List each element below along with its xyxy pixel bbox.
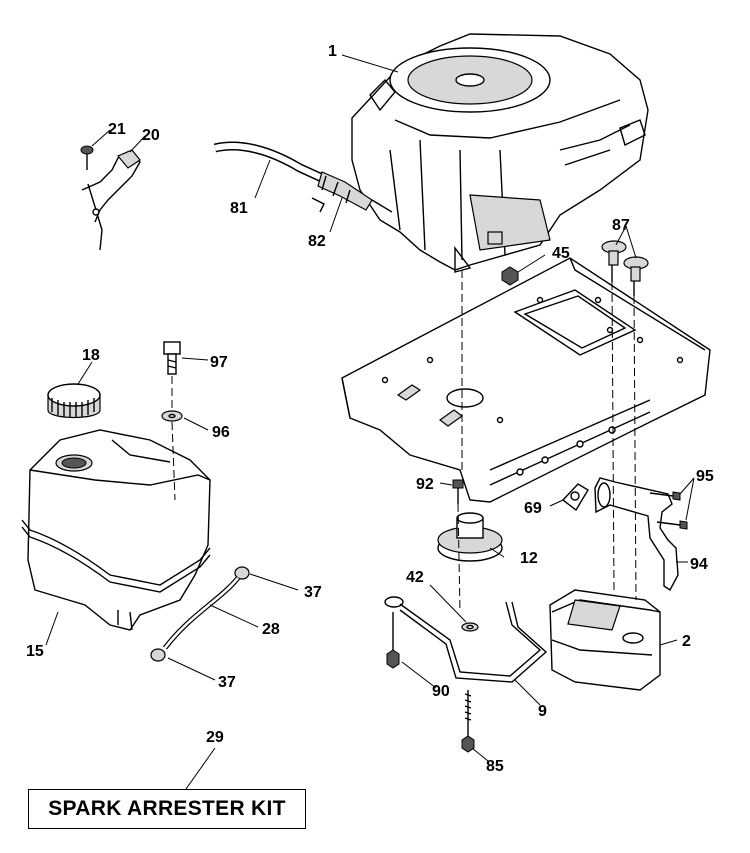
spark-arrester-kit-label: SPARK ARRESTER KIT xyxy=(48,797,286,820)
label-part-81: 81 xyxy=(230,200,248,217)
throttle-bracket[interactable] xyxy=(81,149,141,251)
tank-washer[interactable] xyxy=(161,410,183,422)
label-part-37-upper: 37 xyxy=(304,584,322,601)
hose-clamp-lower[interactable] xyxy=(150,648,166,662)
label-part-9: 9 xyxy=(538,703,547,720)
muffler-gasket[interactable] xyxy=(561,483,589,512)
label-part-87: 87 xyxy=(612,217,630,234)
label-part-45: 45 xyxy=(552,245,570,262)
bolt[interactable] xyxy=(452,479,464,504)
label-part-1: 1 xyxy=(328,43,337,60)
label-part-42: 42 xyxy=(406,569,424,586)
leader-lines xyxy=(45,54,695,790)
assembly-lines xyxy=(171,270,637,613)
label-part-18: 18 xyxy=(82,347,100,364)
belt-guide[interactable] xyxy=(384,596,548,683)
fuel-line[interactable] xyxy=(213,141,324,183)
label-part-15: 15 xyxy=(26,643,44,660)
label-part-37-lower: 37 xyxy=(218,674,236,691)
label-part-21: 21 xyxy=(108,121,126,138)
label-part-96: 96 xyxy=(212,424,230,441)
label-part-29: 29 xyxy=(206,729,224,746)
fuel-tank[interactable] xyxy=(21,429,211,631)
muffler[interactable] xyxy=(549,589,661,691)
nut[interactable] xyxy=(501,266,519,286)
mounting-knob[interactable] xyxy=(601,240,649,296)
chassis-plate xyxy=(341,257,711,503)
spark-arrester-kit-box: SPARK ARRESTER KIT xyxy=(28,789,306,829)
label-part-2: 2 xyxy=(682,633,691,650)
label-part-69: 69 xyxy=(524,500,542,517)
engine-pulley[interactable] xyxy=(437,512,503,562)
fuel-filter[interactable] xyxy=(311,171,393,213)
label-part-92: 92 xyxy=(416,476,434,493)
label-part-94: 94 xyxy=(690,556,708,573)
label-part-97: 97 xyxy=(210,354,228,371)
label-part-28: 28 xyxy=(262,621,280,638)
label-part-90: 90 xyxy=(432,683,450,700)
label-part-85: 85 xyxy=(486,758,504,775)
bolt-90[interactable] xyxy=(386,612,400,669)
tank-bolt[interactable] xyxy=(163,341,181,375)
hose-clamp-upper[interactable] xyxy=(234,566,250,580)
engine[interactable] xyxy=(351,33,649,273)
washer[interactable] xyxy=(461,622,479,632)
label-part-82: 82 xyxy=(308,233,326,250)
label-part-20: 20 xyxy=(142,127,160,144)
label-part-12: 12 xyxy=(520,550,538,567)
bolt-85[interactable] xyxy=(461,690,475,753)
label-part-95: 95 xyxy=(696,468,714,485)
exhaust-screws[interactable] xyxy=(649,491,688,530)
screw[interactable] xyxy=(80,145,94,170)
fuel-cap[interactable] xyxy=(47,383,101,419)
fuel-hose[interactable] xyxy=(163,576,240,650)
